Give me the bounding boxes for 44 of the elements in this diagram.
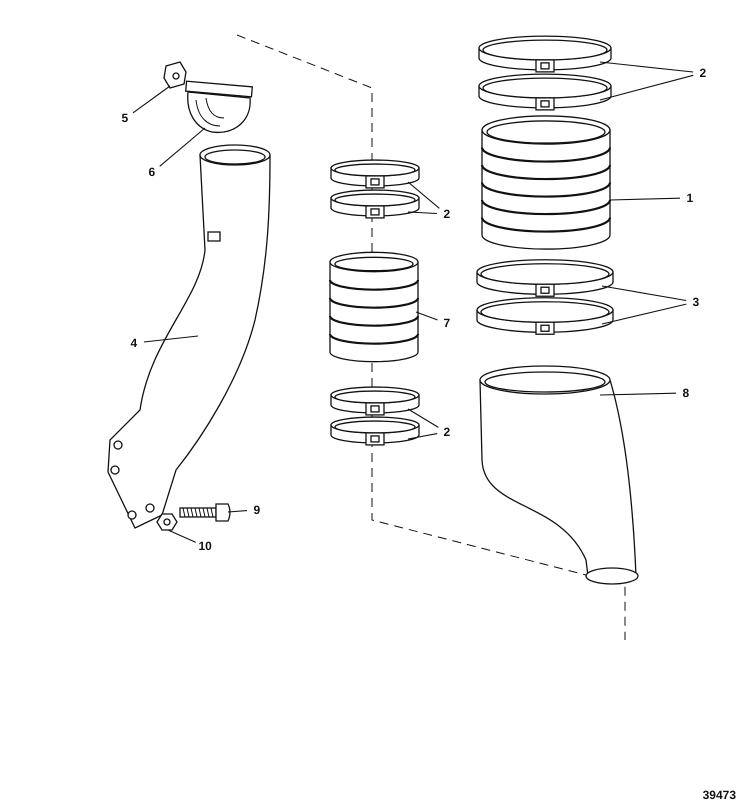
hose-clamp-drawing xyxy=(330,189,420,219)
hose-clamp-drawing xyxy=(478,73,612,111)
clip-drawing xyxy=(163,61,187,89)
leader-line xyxy=(602,304,686,325)
leader-line xyxy=(408,408,439,428)
callout-number: 5 xyxy=(122,111,128,125)
callout-number: 8 xyxy=(682,386,690,400)
callout-number: 3 xyxy=(692,295,700,309)
hose-clamp-drawing xyxy=(476,259,614,297)
leader-line xyxy=(600,61,694,73)
callout-number: 2 xyxy=(700,66,706,80)
leader-line xyxy=(228,510,248,513)
leader-line xyxy=(600,392,676,396)
callout-number: 9 xyxy=(254,503,260,517)
callout-number: 2 xyxy=(444,207,450,221)
callout-number: 7 xyxy=(444,316,450,330)
bellows-drawing xyxy=(328,252,420,362)
callout-number: 10 xyxy=(198,539,212,553)
leader-line xyxy=(168,530,196,543)
hose-clamp-drawing xyxy=(330,159,420,189)
hose-clamp-drawing xyxy=(330,386,420,416)
bellows-drawing xyxy=(480,115,612,250)
leader-line xyxy=(408,211,438,214)
callout-number: 6 xyxy=(148,165,156,179)
hose-clamp-drawing xyxy=(478,35,612,73)
callout-number: 4 xyxy=(130,336,138,350)
bolt-drawing xyxy=(179,503,231,522)
leader-line xyxy=(408,433,438,440)
exhaust-elbow-drawing xyxy=(107,144,271,529)
leader-line xyxy=(144,335,198,343)
hose-clamp-drawing xyxy=(330,416,420,446)
hose-clamp-drawing xyxy=(476,297,614,335)
callout-number: 2 xyxy=(444,425,450,439)
leader-line xyxy=(610,198,680,201)
drawing-number: 39473 xyxy=(702,788,736,802)
leader-line xyxy=(408,182,440,209)
callout-number: 1 xyxy=(686,191,694,205)
exhaust-pipe-drawing xyxy=(479,365,639,585)
flapper-valve-drawing xyxy=(184,80,254,134)
leader-line xyxy=(132,86,170,114)
leader-line xyxy=(159,128,206,167)
nut-drawing xyxy=(156,513,178,531)
leader-line xyxy=(602,285,686,302)
leader-line xyxy=(416,311,438,321)
